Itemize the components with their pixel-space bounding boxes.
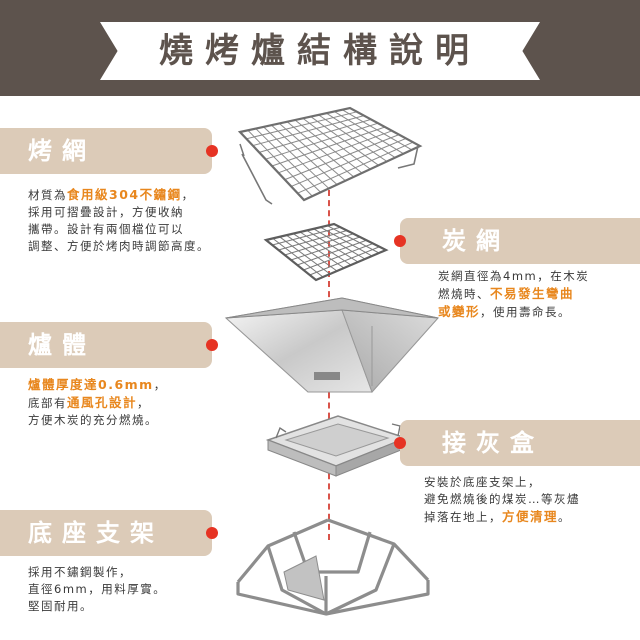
desc-charcoal-net: 炭網直徑為4mm，在木炭 燃燒時、不易發生彎曲 或變形，使用壽命長。 (438, 269, 590, 319)
callout-dot-base-stand (206, 527, 218, 539)
label-charcoal-net: 炭網 (400, 218, 640, 264)
label-base-stand: 底座支架 (0, 510, 212, 556)
callout-dot-charcoal-net (394, 235, 406, 247)
callout-dot-stove-body (206, 339, 218, 351)
desc-stove-body: 爐體厚度達0.6mm， 底部有通風孔設計， 方便木炭的充分燃燒。 (28, 377, 167, 427)
charcoal-net-illustration (263, 222, 389, 282)
ash-tray-illustration (265, 415, 409, 477)
desc-grill-net: 材質為食用級304不鏽鋼， 採用可摺疊設計，方便收納 攜帶。設計有兩個檔位可以 … (28, 187, 210, 253)
stove-body-illustration (224, 297, 440, 393)
grill-net-illustration (237, 106, 423, 205)
label-stove-body: 爐體 (0, 322, 212, 368)
title-ribbon (100, 22, 540, 80)
callout-dot-ash-tray (394, 437, 406, 449)
label-grill-net: 烤網 (0, 128, 212, 174)
label-ash-tray: 接灰盒 (400, 420, 640, 466)
desc-base-stand: 採用不鏽鋼製作， 直徑6mm，用料厚實。 堅固耐用。 (28, 565, 167, 613)
base-stand-illustration (236, 518, 430, 616)
desc-ash-tray: 安裝於底座支架上， 避免燃燒後的煤炭…等灰燼 掉落在地上，方便清理。 (424, 475, 580, 524)
callout-dot-grill-net (206, 145, 218, 157)
page-title: 燒烤爐結構說明 (159, 31, 481, 71)
